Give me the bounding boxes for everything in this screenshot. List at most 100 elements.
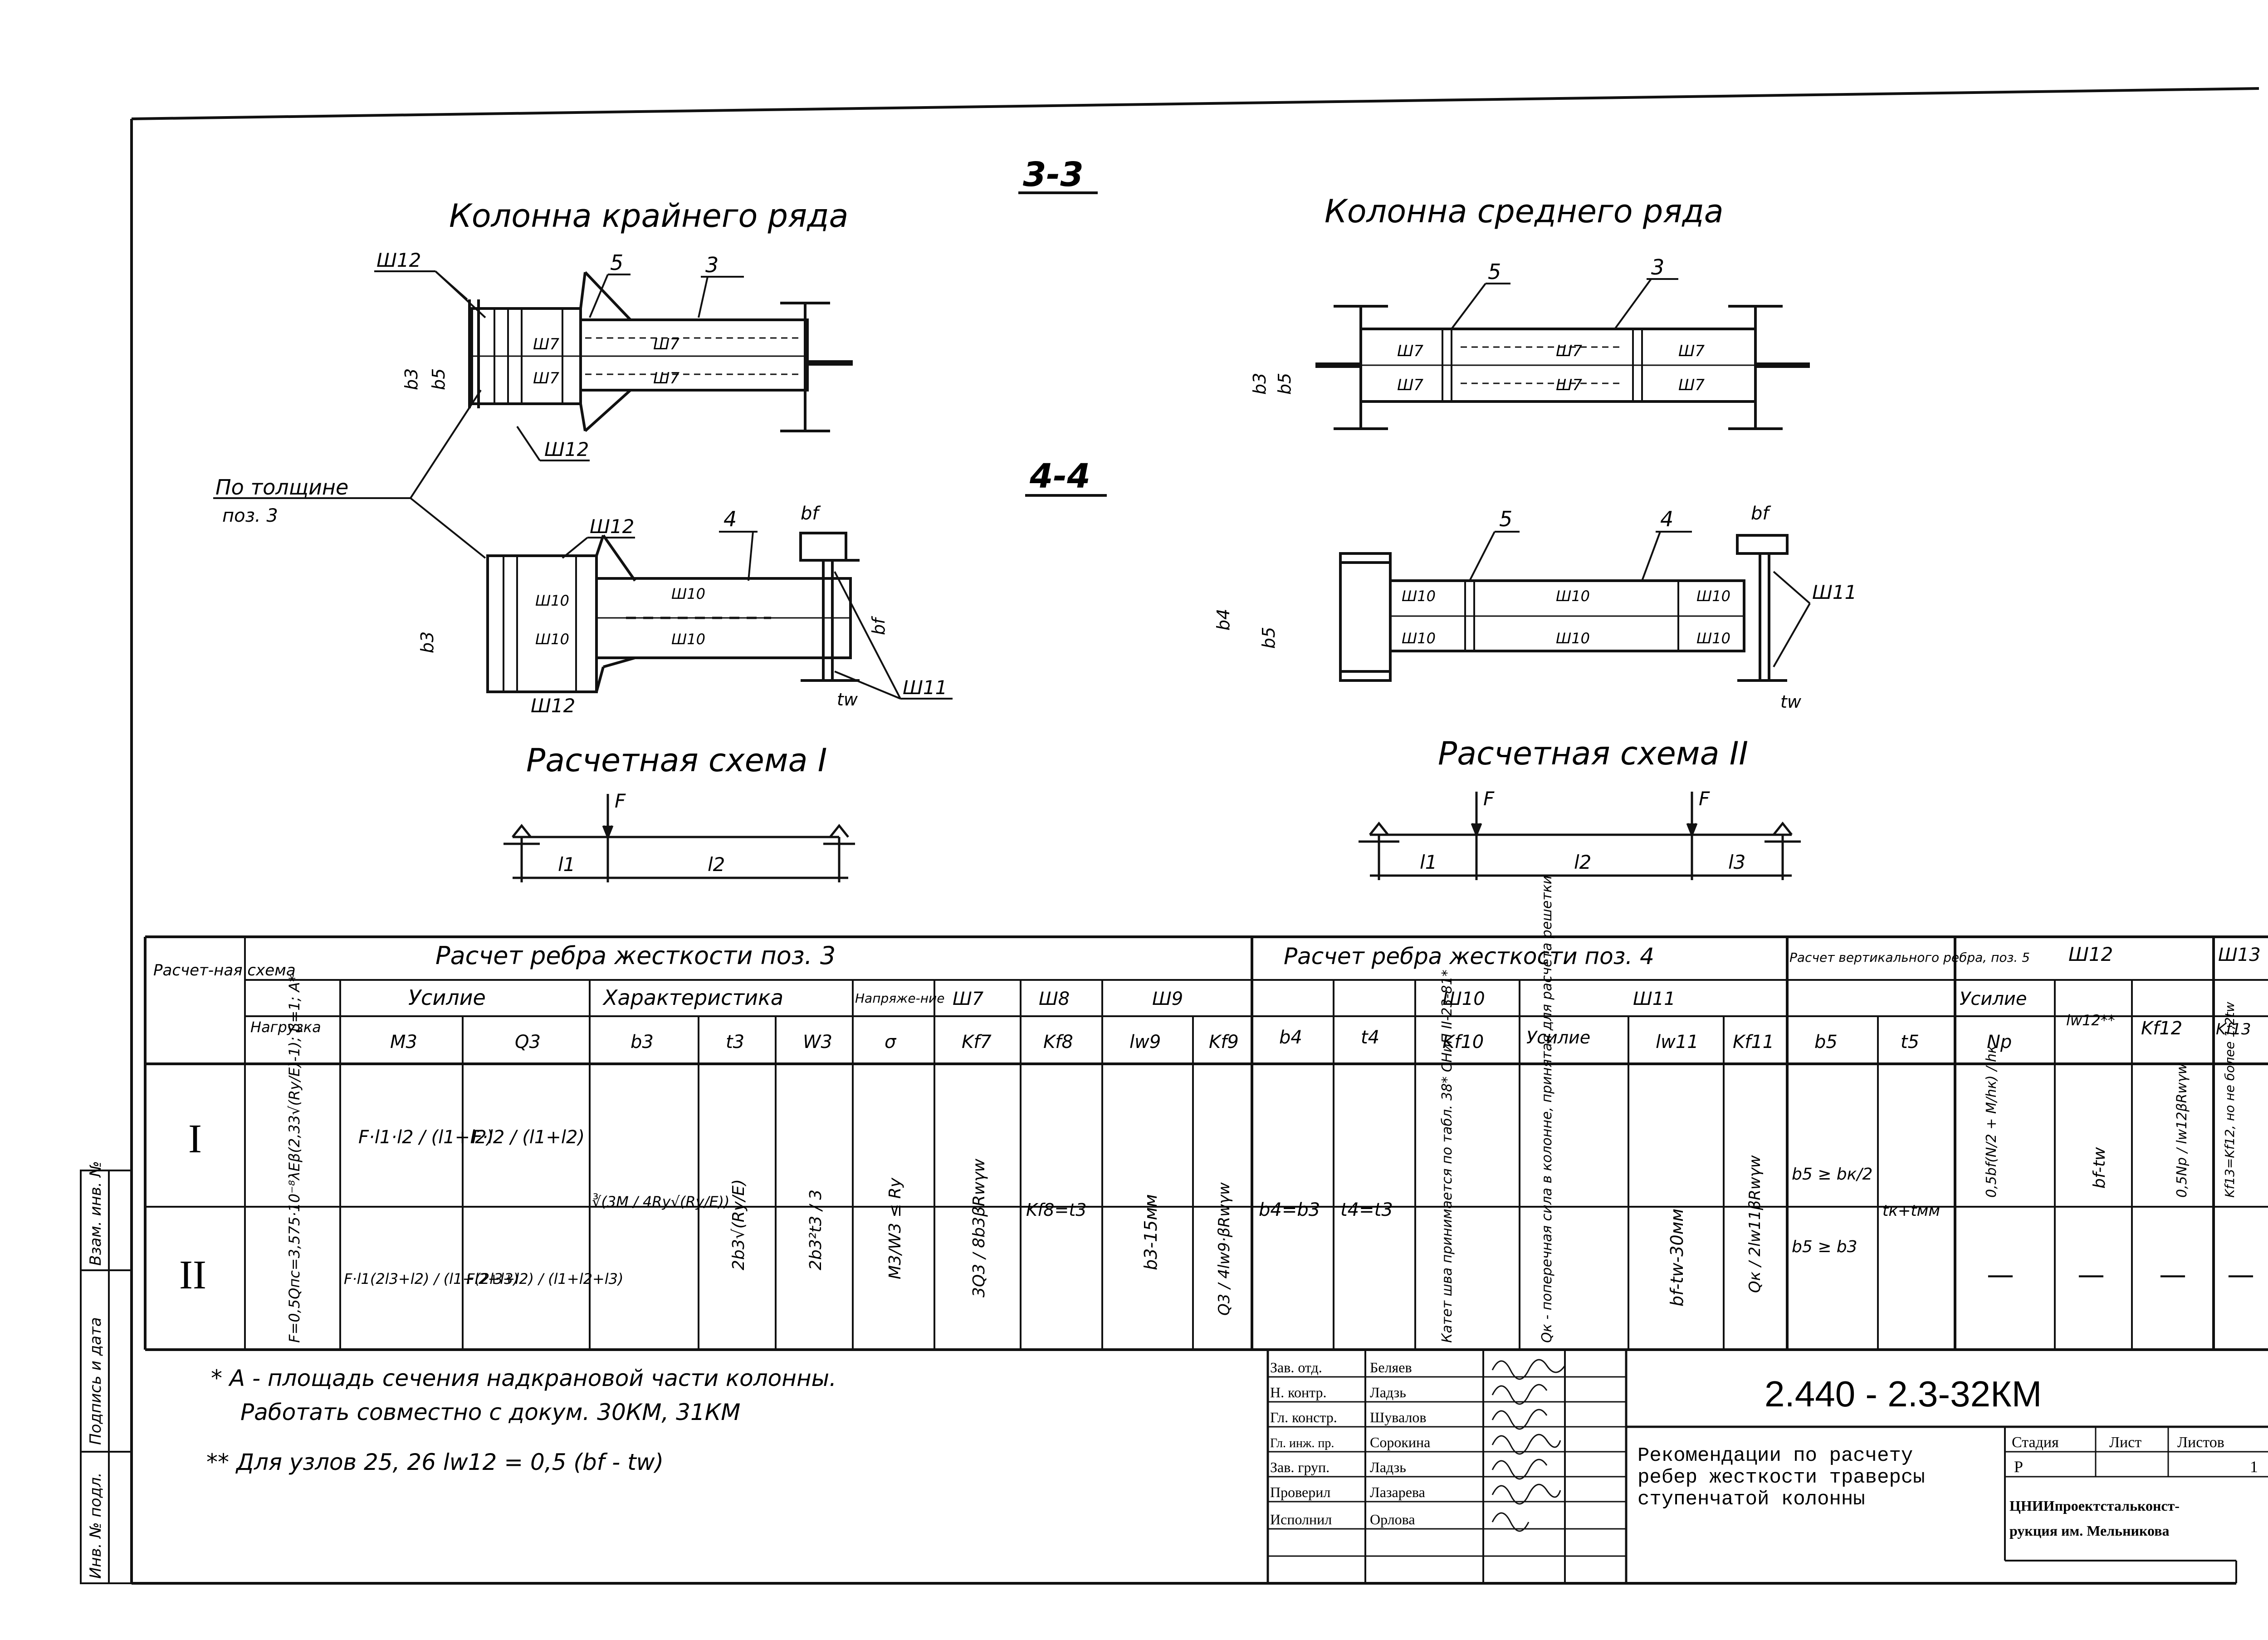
label-pos5-mid: 5 [1488,259,1501,284]
scheme-2-force-1: F [1483,788,1495,810]
section-3-3-edge [468,271,853,432]
label-w7-mid-c: Ш7 [1678,342,1705,360]
cell-kf9: Q3 / 4lw9·βRwγw [1215,1182,1233,1316]
title-col-edge: Колонна крайнего ряда [449,197,848,235]
sheet-value: 1 [2250,1458,2258,1476]
section-3-3-mid [1315,305,1810,430]
label-w7-mid-a: Ш7 [1397,342,1423,360]
cell-W3: 2b3²t3 / 3 [807,1190,825,1270]
label-w10-44-d: Ш10 [671,631,705,648]
row-formulas: F=0,5Qпс=3,575·10⁻⁸λEβ(2,33√(Ry/E)-1); β… [286,876,2237,1343]
scheme-2-l1: l1 [1420,851,1437,873]
cell-t3: 2b3√(Ry/E) [729,1179,748,1270]
signatures [1491,1359,1566,1532]
label-w10-mid-a: Ш10 [1402,587,1436,605]
calc-table-headers: Расчет-ная схема Расчет ребра жесткости … [153,941,2261,1048]
scheme-2 [1359,792,1801,880]
label-b3-edge: b3 [401,368,421,390]
section-4-4: 4-4 [1029,457,1090,496]
title-scheme-1: Расчетная схема I [526,742,827,779]
col-Kf12: Kf12 [2141,1018,2182,1039]
label-bf-edge: bf [801,503,821,524]
dash-kf13: — [2227,1259,2254,1291]
label-w12-44-top: Ш12 [590,515,634,538]
col-b4: b4 [1279,1027,1302,1048]
label-w10-mid-b: Ш10 [1556,587,1590,605]
name-2: Шувалов [1370,1409,1427,1425]
role-2: Гл. констр. [1270,1409,1337,1425]
header-w12: Ш12 [2068,943,2113,965]
header-calc4: Расчет ребра жесткости поз. 4 [1284,943,1654,969]
label-pos4-edge: 4 [723,507,737,531]
header-calc5: Расчет вертикального ребра, поз. 5 [1789,950,2030,965]
label-b5-edge: b5 [429,368,449,390]
role-6: Исполнил [1270,1511,1332,1527]
cell-kf13: Kf13=Kf12, но не более 1,2tw [2222,1002,2237,1198]
col-lw11: lw11 [1656,1032,1699,1053]
name-3: Сорокина [1370,1434,1430,1450]
section-4-4-mid-labels: 5 4 bf Ш10 Ш10 Ш10 Ш10 Ш10 Ш10 Ш11 tw b4… [1213,503,1857,712]
header-scheme: Расчет-ная схема [153,961,296,979]
label-w7-d: Ш7 [653,369,679,387]
side-stamp-sign: Подпись и дата [87,1317,105,1445]
label-w10-mid-c: Ш10 [1696,587,1730,605]
doc-description: Рекомендации по расчету ребер жесткости … [1637,1444,1937,1511]
section-3-3: 3-3 [1023,155,1084,194]
stage-header: Стадия [2012,1434,2059,1451]
scheme-2-l2: l2 [1574,851,1591,873]
label-b5-44-mid: b5 [1259,627,1279,649]
label-w7-mid-b: Ш7 [1556,342,1582,360]
col-lw9: lw9 [1129,1032,1161,1053]
cell-kf10: Катет шва принимается по табл. 38* СНиП … [1439,969,1455,1343]
cell-r2-Q3: F(2l3+l2) / (l1+l2+l3) [466,1270,624,1288]
label-w7-b: Ш7 [653,335,679,353]
label-pos5-44-mid: 5 [1499,507,1512,531]
label-bf-mid: bf [1751,503,1771,524]
title-block-grid [1266,1348,2268,1585]
col-Q3: Q3 [515,1032,541,1053]
label-bf-vert-edge: bf [869,616,889,635]
sheet-header: Лист [2109,1434,2141,1451]
thickness-note-1: По толщине [215,475,348,499]
label-tw-mid: tw [1780,692,1802,712]
col-Kf9: Kf9 [1209,1032,1239,1053]
dash-np: — [1987,1259,2014,1291]
col-Kf11: Kf11 [1733,1032,1774,1053]
scheme-2-l3: l3 [1728,851,1745,873]
row-label-I: I [188,1116,202,1161]
name-5: Лазарева [1370,1484,1425,1500]
cell-t5: tк+tмм [1882,1202,1940,1220]
cell-load-formula: F=0,5Qпс=3,575·10⁻⁸λEβ(2,33√(Ry/E)-1); β… [286,975,303,1343]
label-w11-edge: Ш11 [903,676,947,699]
col-M3: M3 [390,1032,417,1053]
column-symbols: M3 Q3 b3 t3 W3 σ Kf7 Kf8 lw9 Kf9 b4 t4 K… [390,1012,2251,1053]
cell-b5-2: b5 ≥ b3 [1792,1238,1857,1256]
header-force: Усилие [408,985,486,1010]
label-b5-mid: b5 [1275,373,1295,395]
label-pos5-edge: 5 [610,250,623,275]
col-Kf7: Kf7 [962,1032,992,1053]
cell-force11: Qк - поперечная сила в колонне, принятая… [1539,876,1555,1343]
label-w10-mid-e: Ш10 [1556,630,1590,647]
section-3-3-edge-labels: Ш12 5 3 Ш7 Ш7 Ш7 Ш7 Ш12 b3 b5 [374,249,744,461]
role-1: Н. контр. [1270,1384,1327,1400]
col-Kf13: Kf13 [2216,1020,2251,1038]
header-w11: Ш11 [1633,989,1676,1009]
header-w8: Ш8 [1039,989,1070,1009]
cell-kf8: Kf8=t3 [1026,1200,1086,1220]
label-w10-44-b: Ш10 [671,585,705,602]
col-lw12: lw12** [2066,1012,2115,1029]
header-stress: Напряже-ние [855,991,944,1006]
col-W3: W3 [803,1032,832,1053]
label-pos4-mid: 4 [1660,507,1673,531]
cell-r1-M3: F·l1·l2 / (l1+l2) [358,1127,494,1148]
col-Kf10: Kf10 [1442,1032,1484,1053]
header-w9: Ш9 [1152,989,1183,1009]
header-calc3: Расчет ребра жесткости поз. 3 [435,941,836,970]
scheme-2-force-2: F [1699,788,1710,810]
col-b5: b5 [1814,1032,1838,1053]
label-w7-mid-d: Ш7 [1397,376,1423,394]
thickness-note-2: поз. 3 [222,505,278,526]
header-load: Нагрузка [250,1018,321,1036]
name-6: Орлова [1370,1511,1415,1527]
